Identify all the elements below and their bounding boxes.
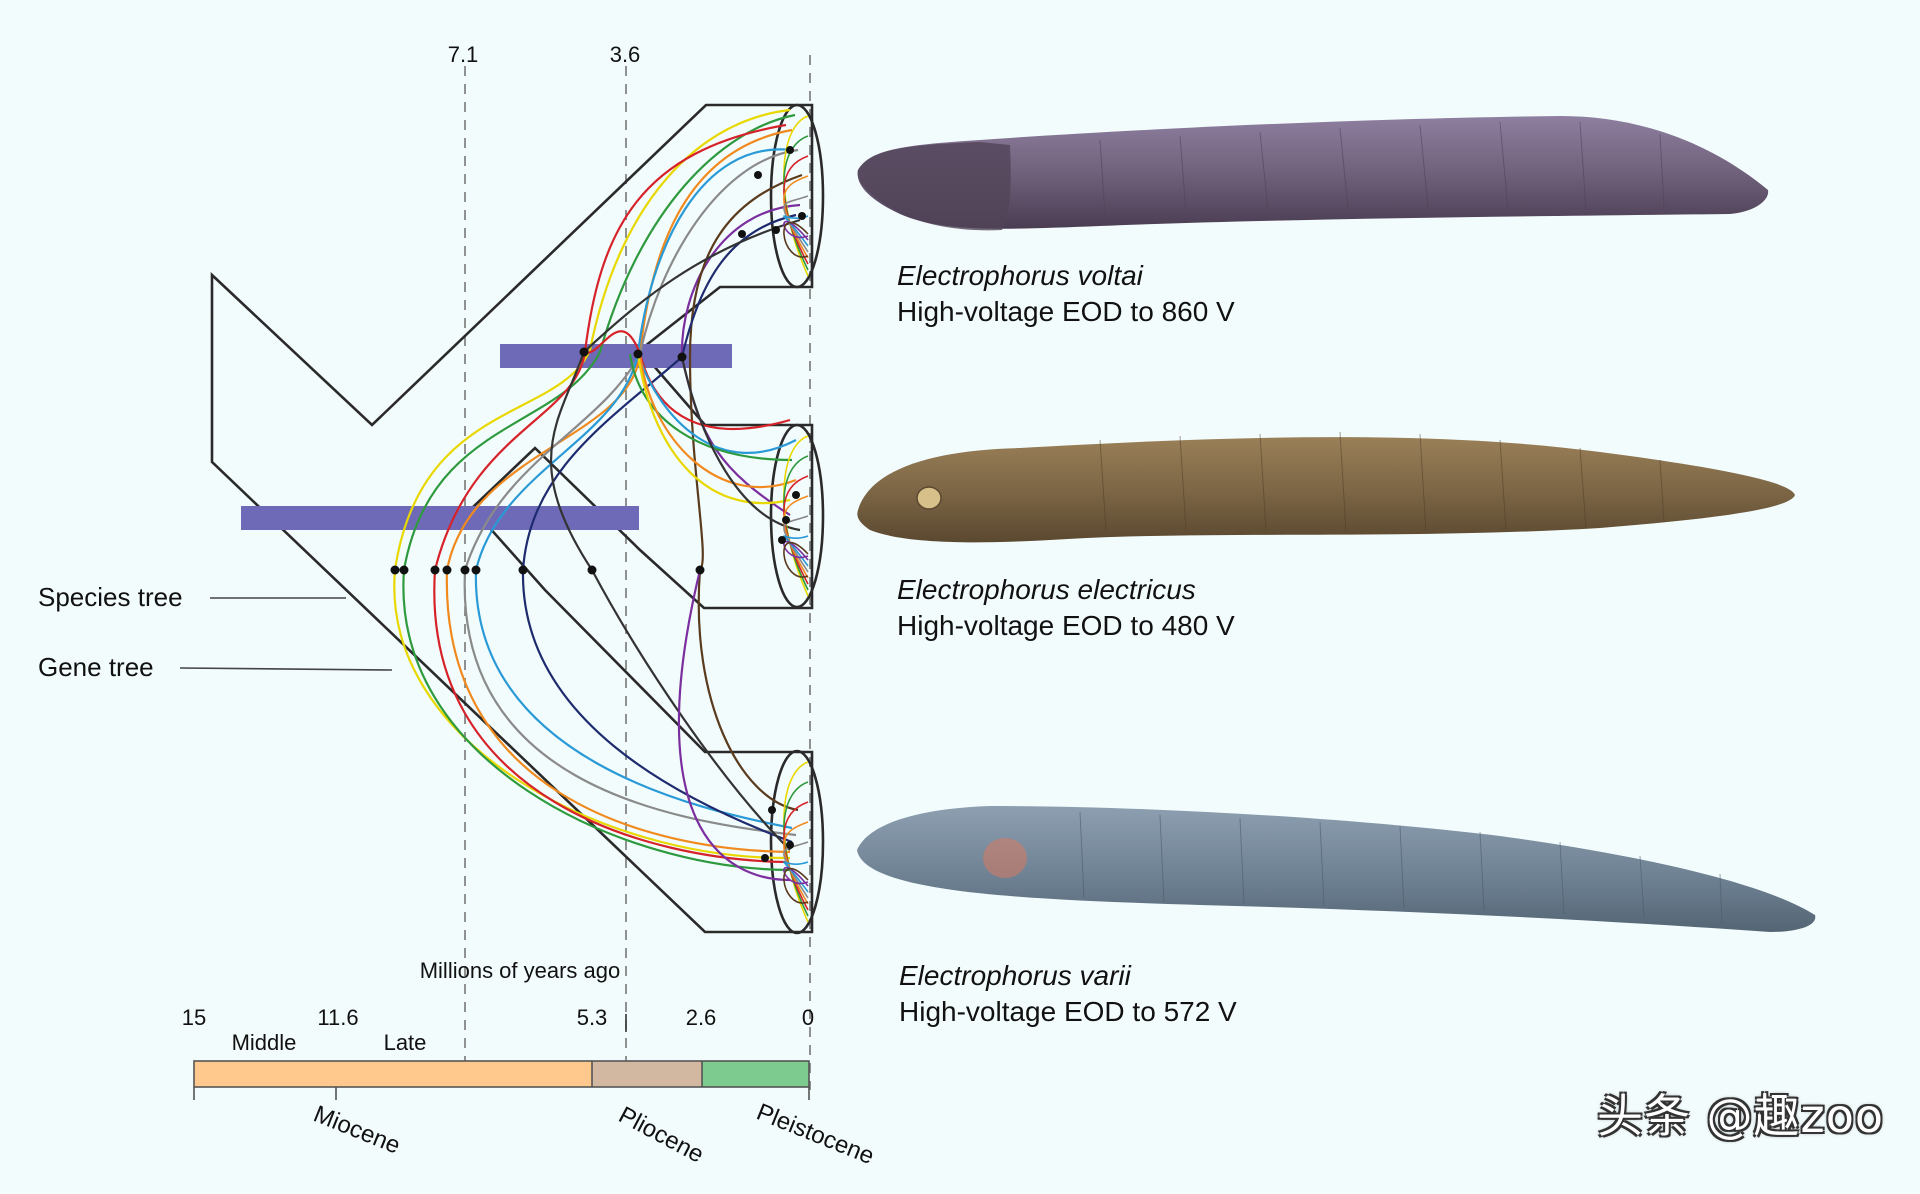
species-label-voltai: Electrophorus voltai High-voltage EOD to… <box>897 258 1235 330</box>
eel-image-voltai <box>857 116 1769 231</box>
gene-tree-leader <box>179 667 393 671</box>
gene-tree-tip <box>783 455 809 591</box>
species-eod: High-voltage EOD to 480 V <box>897 610 1235 641</box>
node-dot <box>792 491 800 499</box>
species-name: Electrophorus varii <box>899 960 1131 991</box>
gene-tree-branch <box>474 148 793 830</box>
scale-value-11.6: 11.6 <box>317 1005 358 1030</box>
watermark: 头条 @趣zoo <box>1596 1089 1884 1143</box>
gene-tree-branch <box>521 213 797 844</box>
gene-tree-branch <box>638 353 797 489</box>
species-tree <box>210 103 814 934</box>
gene-tree-tip <box>783 535 809 567</box>
gene-tree-branch <box>583 330 791 431</box>
epoch-bar <box>193 1060 810 1100</box>
species-eod: High-voltage EOD to 860 V <box>897 296 1235 327</box>
gene-tree-branch <box>445 128 793 854</box>
gene-tree-tip <box>783 781 809 917</box>
node-dot <box>587 565 597 575</box>
gene-tree-branch <box>677 569 791 882</box>
scale-value-5.3: 5.3 <box>577 1005 608 1030</box>
gene-tree-tip <box>783 761 809 923</box>
gene-tree-tip <box>783 135 809 271</box>
node-dot <box>754 171 762 179</box>
gene-tree-branch <box>402 113 796 872</box>
node-dot <box>633 349 643 359</box>
scale-value-0: 0 <box>802 1005 814 1030</box>
gene-tree-branch <box>549 218 801 851</box>
node-dot <box>695 565 705 575</box>
gene-tree-branch <box>393 108 791 860</box>
gene-tree-branch <box>636 353 791 505</box>
gene-tree-tip <box>783 220 809 241</box>
node-dot <box>772 226 780 234</box>
gene-tree-tip <box>783 866 809 887</box>
gene-tree-tip <box>783 175 809 259</box>
tick-label-7.1: 7.1 <box>448 42 479 67</box>
node-dot <box>768 806 776 814</box>
node-dot <box>430 565 440 575</box>
divergence-bar-lower <box>241 506 639 530</box>
node-dot <box>798 212 806 220</box>
coalescence-nodes <box>390 146 806 862</box>
node-dot <box>471 565 481 575</box>
gene-tree-tip <box>783 155 809 265</box>
gene-tree-tip <box>783 861 809 893</box>
gene-tree-tip <box>783 475 809 585</box>
eel-image-varii <box>857 806 1816 932</box>
node-dot <box>782 516 790 524</box>
node-dot <box>738 230 746 238</box>
legend-species-tree: Species tree <box>38 582 183 612</box>
gene-tree-tip <box>783 115 809 277</box>
node-dot <box>786 146 794 154</box>
species-name: Electrophorus voltai <box>897 260 1143 291</box>
gene-tree-tip <box>783 435 809 597</box>
legend-gene-tree: Gene tree <box>38 652 154 682</box>
sub-epoch-middle: Middle <box>232 1030 297 1055</box>
gene-tree-tip <box>783 221 809 258</box>
node-dot <box>778 536 786 544</box>
node-dot <box>460 565 470 575</box>
gene-tree-tip <box>783 541 809 578</box>
node-dot <box>786 841 794 849</box>
gene-tree-branch <box>688 173 803 812</box>
node-dot <box>579 347 589 357</box>
species-eod: High-voltage EOD to 572 V <box>899 996 1237 1027</box>
gene-tree-tip <box>783 801 809 911</box>
node-dot <box>761 854 769 862</box>
axis-caption: Millions of years ago <box>420 958 621 983</box>
gene-tree-branch <box>463 148 799 837</box>
gene-tree-branch <box>636 353 797 454</box>
scale-value-15: 15 <box>182 1005 206 1030</box>
sub-epoch-late: Late <box>384 1030 427 1055</box>
time-gridlines <box>464 55 811 1090</box>
gene-tree-tip <box>783 821 809 905</box>
node-dot <box>390 565 400 575</box>
epoch-miocene-fill <box>194 1061 592 1087</box>
gene-tree-branch <box>433 123 787 864</box>
gene-tree-tip <box>783 540 809 561</box>
gene-tree-branch <box>628 353 793 462</box>
species-label-electricus: Electrophorus electricus High-voltage EO… <box>897 572 1235 644</box>
node-dot <box>518 565 528 575</box>
gene-tree-branch <box>680 356 801 532</box>
species-name: Electrophorus electricus <box>897 574 1196 605</box>
node-dot <box>677 352 687 362</box>
epoch-label-pliocene: Pliocene <box>614 1101 708 1168</box>
gene-tree <box>393 108 809 923</box>
gene-tree-tip <box>783 867 809 904</box>
node-dot <box>399 565 409 575</box>
epoch-pleistocene-fill <box>702 1061 809 1087</box>
tip-ovals <box>769 103 825 935</box>
node-dot <box>442 565 452 575</box>
epoch-label-pleistocene: Pleistocene <box>753 1099 878 1171</box>
species-label-varii: Electrophorus varii High-voltage EOD to … <box>899 958 1237 1030</box>
divergence-bar-upper <box>500 344 732 368</box>
epoch-label-miocene: Miocene <box>310 1101 404 1160</box>
eel-image-electricus <box>857 431 1795 543</box>
scale-value-2.6: 2.6 <box>686 1005 717 1030</box>
epoch-pliocene-fill <box>592 1061 702 1087</box>
tick-label-3.6: 3.6 <box>610 42 641 67</box>
